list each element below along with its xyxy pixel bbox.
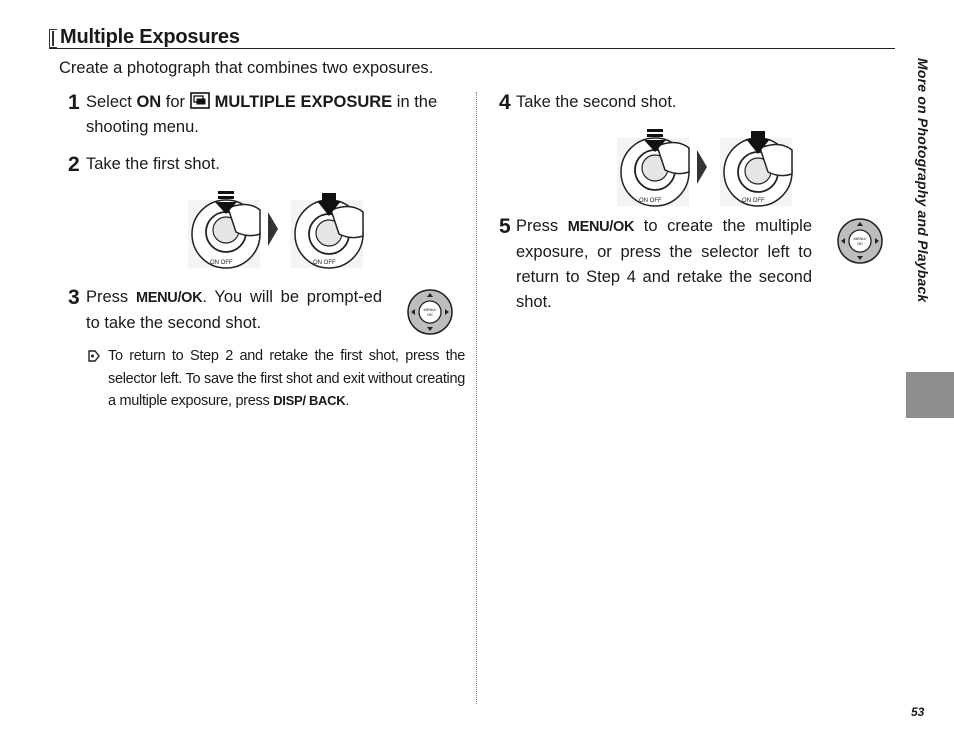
- step-2-number: 2: [68, 153, 80, 176]
- note-icon: [88, 350, 100, 362]
- shutter-illustration-second: ON OFF ON OFF: [617, 129, 793, 207]
- intro-text: Create a photograph that combines two ex…: [59, 59, 434, 77]
- selector-dial-icon: MENU/ OK: [837, 218, 883, 264]
- svg-text:OK: OK: [427, 312, 433, 317]
- svg-text:OK: OK: [857, 241, 863, 246]
- step-3-number: 3: [68, 286, 80, 309]
- selector-dial-icon: MENU/ OK: [407, 289, 453, 335]
- half-press-illustration: ON OFF: [617, 129, 690, 207]
- svg-text:MENU/: MENU/: [424, 307, 438, 312]
- title-rule: [49, 48, 895, 49]
- step-4-number: 4: [499, 91, 511, 114]
- step-1-number: 1: [68, 91, 80, 114]
- full-press-illustration: ON OFF: [720, 131, 793, 207]
- svg-text:ON OFF: ON OFF: [639, 198, 662, 204]
- page-number: 53: [911, 705, 925, 719]
- step-4-text: Take the second shot.: [516, 93, 677, 111]
- step-1-text: Select ON for MULTIPLE EXPOSURE in the s…: [86, 92, 438, 136]
- svg-text:ON OFF: ON OFF: [313, 260, 336, 266]
- arrow-right-icon: [697, 150, 707, 184]
- chapter-tab: [906, 372, 954, 418]
- svg-text:ON OFF: ON OFF: [210, 260, 233, 266]
- step-3-text: Press MENU/OK. You will be prompt-ed to …: [86, 288, 382, 332]
- step-2-text: Take the first shot.: [86, 155, 220, 173]
- step-5-number: 5: [499, 215, 511, 238]
- svg-text:MENU/: MENU/: [854, 236, 868, 241]
- chapter-label: More on Photography and Playback: [915, 58, 931, 303]
- arrow-right-icon: [268, 212, 278, 246]
- heading-marker: [49, 29, 57, 48]
- shutter-illustration-first: ON OFF ON OFF: [188, 191, 364, 269]
- multiple-exposure-icon: [189, 92, 210, 109]
- note-text: To return to Step 2 and retake the first…: [108, 348, 465, 409]
- step-5-text: Press MENU/OK to create the multiple exp…: [516, 217, 813, 311]
- section-title: Multiple Exposures: [60, 26, 240, 48]
- full-press-illustration: ON OFF: [291, 193, 364, 269]
- column-divider: [476, 92, 477, 704]
- svg-text:ON OFF: ON OFF: [742, 198, 765, 204]
- half-press-illustration: ON OFF: [188, 191, 261, 269]
